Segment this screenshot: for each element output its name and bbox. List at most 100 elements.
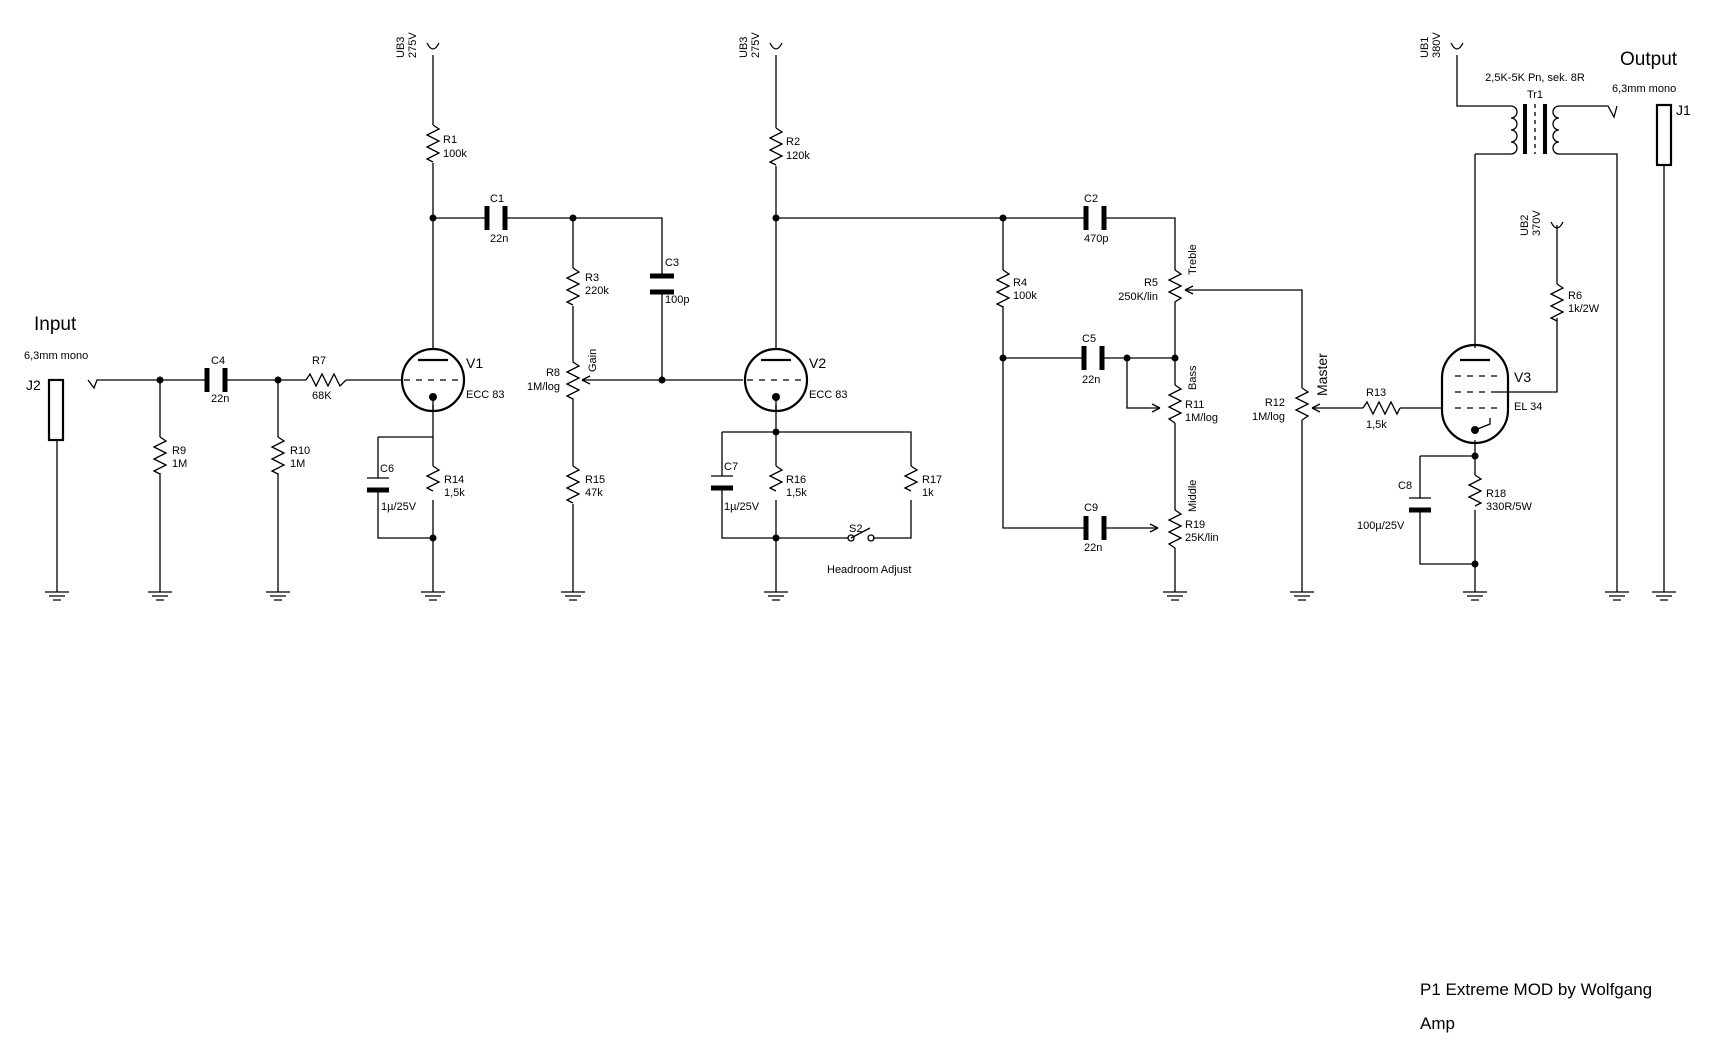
supply-arrow-icon	[1550, 221, 1564, 229]
junction-dot	[569, 214, 577, 222]
transformer-secondary-icon	[1552, 105, 1560, 155]
drawing-title: P1 Extreme MOD by Wolfgang	[1420, 980, 1652, 999]
r18-value: 330R/5W	[1486, 501, 1532, 513]
resistor-icon	[1549, 283, 1565, 322]
junction-dot	[772, 214, 780, 222]
r5-value: 250K/lin	[1118, 291, 1158, 303]
c9-value: 22n	[1084, 542, 1102, 554]
wire-v1-cathode	[377, 405, 434, 592]
capacitor-icon	[650, 273, 674, 295]
junction-dot	[1171, 354, 1179, 362]
output-jack-ref: J1	[1676, 102, 1691, 118]
c4-value: 22n	[211, 393, 229, 405]
supply-arrow-icon	[426, 42, 440, 50]
supply-label-ref: UB2	[1519, 215, 1531, 236]
supply-label-value: 370V	[1531, 210, 1543, 236]
wire-input	[87, 379, 403, 390]
resistor-icon	[565, 465, 581, 504]
supply-label-value: 275V	[750, 32, 762, 58]
r7-value: 68K	[312, 390, 332, 402]
grounds	[44, 591, 1677, 601]
r9-ref: R9	[172, 445, 186, 457]
transformer-spec: 2,5K-5K Pn, sek. 8R	[1485, 72, 1585, 84]
r10-ref: R10	[290, 445, 310, 457]
v1-type: ECC 83	[466, 389, 505, 401]
junction-dot	[658, 376, 666, 384]
junction-dot	[156, 376, 164, 384]
ground-icon	[560, 591, 586, 601]
c1-ref: C1	[490, 193, 504, 205]
c2-value: 470p	[1084, 233, 1108, 245]
v3-type: EL 34	[1514, 401, 1542, 413]
r12-ref: R12	[1265, 397, 1285, 409]
resistor-icon	[270, 436, 286, 475]
potentiometer-icon	[1294, 387, 1310, 421]
triode-icon	[400, 347, 466, 413]
c9-ref: C9	[1084, 502, 1098, 514]
resistor-icon	[425, 124, 441, 163]
ground-icon	[1604, 591, 1630, 601]
input-jack-type: 6,3mm mono	[24, 350, 88, 362]
r6-ref: R6	[1568, 290, 1582, 302]
wiper-arrow-icon	[1184, 285, 1194, 295]
junction-dot	[772, 534, 780, 542]
r9-value: 1M	[172, 458, 187, 470]
r19-name: Middle	[1187, 480, 1199, 512]
junctions	[156, 214, 1479, 568]
transformer-ref: Tr1	[1527, 89, 1543, 101]
v2-type: ECC 83	[809, 389, 848, 401]
supply-label-ref: UB3	[395, 37, 407, 58]
capacitor-icon	[484, 206, 508, 230]
triode-icon	[743, 347, 809, 413]
r1-value: 100k	[443, 148, 467, 160]
r19-value: 25K/lin	[1185, 532, 1219, 544]
output-jack-type: 6,3mm mono	[1612, 83, 1676, 95]
wiper-arrow-icon	[1151, 403, 1161, 413]
supply-arrow-icon	[769, 42, 783, 50]
r4-ref: R4	[1013, 277, 1027, 289]
resistor-icon	[1362, 400, 1401, 416]
input-jack-icon	[47, 378, 65, 442]
c5-value: 22n	[1082, 374, 1100, 386]
r8-ref: R8	[546, 367, 560, 379]
ground-icon	[265, 591, 291, 601]
capacitor-icon	[1081, 346, 1105, 370]
r17-ref: R17	[922, 474, 942, 486]
r17-value: 1k	[922, 487, 934, 499]
r18-ref: R18	[1486, 488, 1506, 500]
transformer-core-icon	[1523, 104, 1547, 154]
r3-value: 220k	[585, 285, 609, 297]
r19-ref: R19	[1185, 519, 1205, 531]
jack-symbols	[47, 103, 1673, 442]
output-transformer	[1510, 104, 1560, 155]
c6-ref: C6	[380, 463, 394, 475]
wire-r4	[1002, 218, 1175, 529]
wire-bass-wiper	[1126, 358, 1160, 409]
c3-value: 100p	[665, 294, 689, 306]
r11-value: 1M/log	[1185, 412, 1218, 424]
capacitor-icon	[1083, 516, 1107, 540]
resistor-icon	[565, 267, 581, 306]
r12-name: Master	[1314, 353, 1330, 396]
c7-ref: C7	[724, 461, 738, 473]
r16-ref: R16	[786, 474, 806, 486]
c1-value: 22n	[490, 233, 508, 245]
wiper-arrow-icon	[1311, 403, 1321, 413]
wire-v2-to-tonestack	[776, 217, 1176, 270]
r8-value: 1M/log	[527, 381, 560, 393]
switch-ref: S2	[849, 523, 862, 535]
ground-icon	[1289, 591, 1315, 601]
capacitor-icon	[1083, 206, 1107, 230]
r8-name: Gain	[587, 349, 599, 372]
r16-value: 1,5k	[786, 487, 807, 499]
input-heading: Input	[34, 314, 77, 335]
labels: Input 6,3mm mono J2 Output 6,3mm mono J1…	[24, 32, 1691, 1033]
v3-ref: V3	[1514, 369, 1531, 385]
switch-name: Headroom Adjust	[827, 564, 911, 576]
r15-value: 47k	[585, 487, 603, 499]
r3-ref: R3	[585, 272, 599, 284]
r6-value: 1k/2W	[1568, 303, 1600, 315]
ground-icon	[763, 591, 789, 601]
capacitor-symbols	[204, 206, 1431, 540]
junction-dot	[999, 214, 1007, 222]
